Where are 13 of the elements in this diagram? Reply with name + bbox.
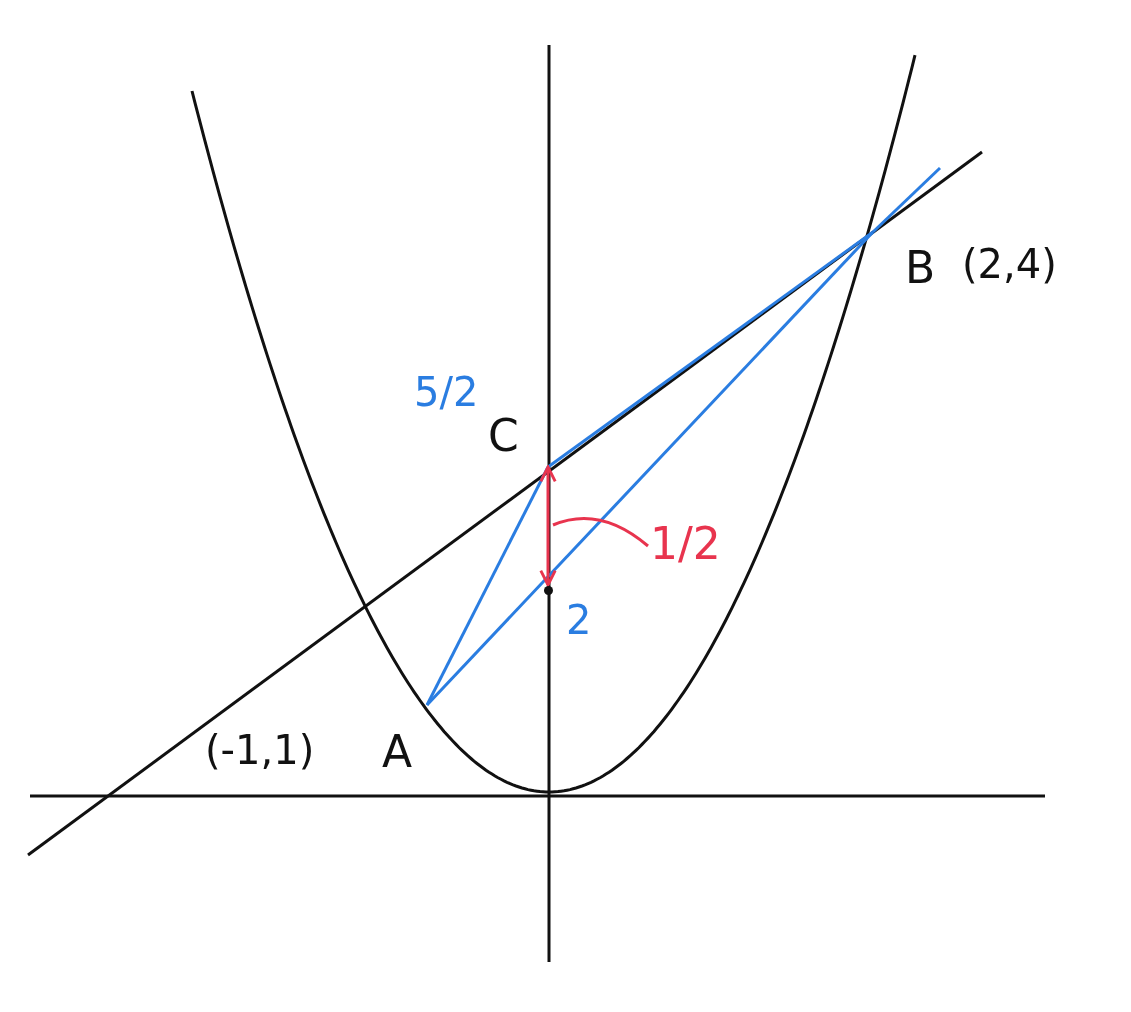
fraction-label: 1/2 (650, 522, 721, 566)
line-segment (425, 230, 875, 707)
value-label: 2 (566, 600, 592, 640)
coordinate-label: (2,4) (962, 244, 1057, 284)
point-label: C (488, 414, 519, 458)
point-marker (544, 586, 553, 595)
leader-line (552, 516, 649, 548)
value-label: 5/2 (414, 372, 479, 412)
point-label: B (905, 246, 936, 290)
coordinate-label: (-1,1) (205, 730, 315, 770)
double-arrow (539, 465, 557, 587)
line-segment (547, 230, 874, 469)
point-label: A (382, 730, 413, 774)
